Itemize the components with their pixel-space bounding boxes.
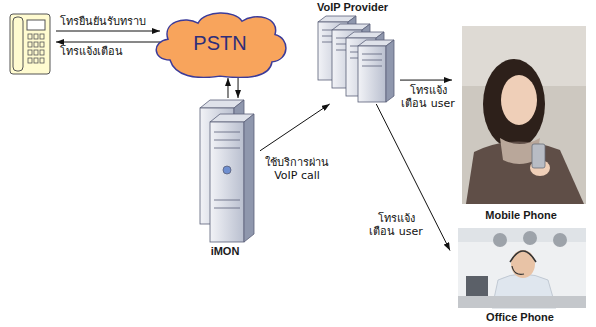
connector-arrow xyxy=(238,78,239,98)
telephone-icon xyxy=(28,50,32,55)
node-label: iMON xyxy=(211,244,240,258)
imon-server xyxy=(214,200,240,201)
telephone-icon xyxy=(40,34,44,39)
office-photo xyxy=(553,233,567,247)
imon-server xyxy=(214,132,240,133)
office-photo xyxy=(512,266,524,274)
imon-server xyxy=(214,140,240,141)
telephone-icon xyxy=(10,14,50,74)
office-photo xyxy=(511,250,535,278)
office-photo xyxy=(458,228,586,308)
imon-server xyxy=(244,114,254,242)
connector-arrow xyxy=(227,78,228,98)
phone-arrows xyxy=(56,31,160,42)
server-stack xyxy=(362,54,382,55)
server-stack xyxy=(362,66,382,67)
imon-server xyxy=(210,122,244,242)
node-label: PSTN xyxy=(193,31,246,55)
telephone-icon xyxy=(40,42,44,47)
mobile-photo xyxy=(532,144,545,168)
connector-arrow xyxy=(400,80,452,81)
telephone-icon xyxy=(34,42,38,47)
edge-label: ใช้บริการผ่าน VoIP call xyxy=(262,156,332,182)
office-phone: Office Phone xyxy=(450,226,590,324)
telephone-icon xyxy=(13,17,23,71)
imon-server xyxy=(210,114,254,242)
telephone-icon xyxy=(34,50,38,55)
server-stack xyxy=(386,40,394,102)
telephone-icon xyxy=(34,58,38,63)
edge-label: โทรแจ้ง เตือน user xyxy=(398,84,458,110)
imon-server: iMON xyxy=(190,98,260,258)
telephone-icon xyxy=(27,20,45,30)
office-photo xyxy=(466,276,488,296)
node-label: Office Phone xyxy=(486,310,554,324)
phone-arrows xyxy=(56,31,160,32)
mobile-photo xyxy=(462,26,586,204)
office-photo xyxy=(458,228,586,308)
telephone-icon xyxy=(10,14,50,74)
server-stack xyxy=(318,16,394,102)
call-label: โทรยืนยันรับทราบ xyxy=(58,15,148,28)
node-label: VoIP Provider xyxy=(317,0,388,14)
mobile-photo xyxy=(501,75,537,125)
office-photo xyxy=(458,296,586,308)
telephone-icon xyxy=(34,34,38,39)
phone-arrows xyxy=(56,42,160,43)
server-stack xyxy=(362,60,382,61)
server-stack xyxy=(358,46,386,102)
pstn-cloud: PSTN xyxy=(150,8,290,78)
imon-server xyxy=(214,208,240,209)
imon-server xyxy=(200,100,254,242)
node-label: Mobile Phone xyxy=(485,208,557,222)
mobile-photo xyxy=(462,26,586,204)
imon-server xyxy=(214,148,240,149)
telephone-icon xyxy=(28,42,32,47)
telephone-icon xyxy=(28,58,32,63)
edge-label: โทรแจ้ง เตือน user xyxy=(366,212,426,238)
telephone-icon xyxy=(40,58,44,63)
connector-arrow xyxy=(260,104,330,151)
server-stack xyxy=(358,40,394,102)
office-photo xyxy=(510,251,536,262)
imon-server xyxy=(223,166,231,174)
cloud-shape xyxy=(156,13,286,78)
telephone-icon xyxy=(40,50,44,55)
office-photo xyxy=(493,233,507,247)
mobile-phone: Mobile Phone xyxy=(452,24,590,222)
mobile-photo xyxy=(483,59,545,149)
telephone-icon xyxy=(28,34,44,63)
office-photo xyxy=(523,231,537,245)
telephone-icon xyxy=(28,34,32,39)
provider-server: VoIP Provider xyxy=(305,0,400,104)
call-label: โทรแจ้งเตือน xyxy=(58,45,125,58)
